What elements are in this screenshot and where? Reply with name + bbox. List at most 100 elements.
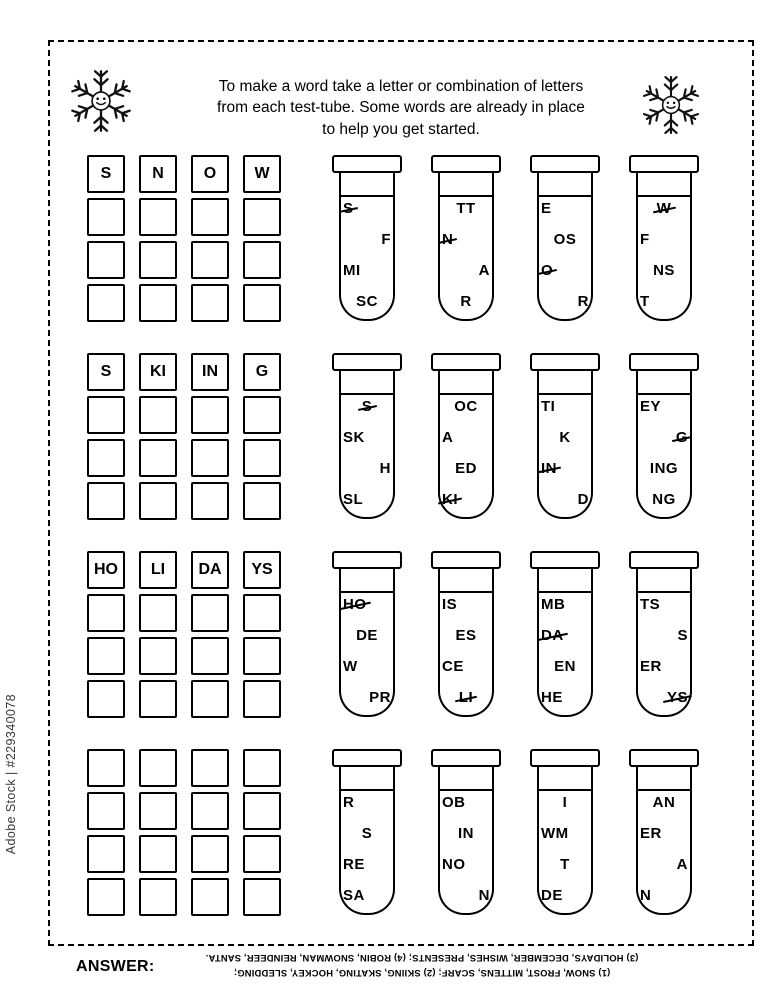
tube-fill-line <box>638 393 690 395</box>
grid-cell <box>243 284 281 322</box>
answer-text: (1) SNOW, FROST, MITTENS, SCARF; (2) SKI… <box>146 951 698 981</box>
tube-letter: ING <box>649 460 679 478</box>
tube-letter: CE <box>442 658 464 676</box>
tube-rim <box>332 749 402 767</box>
tube-fill-line <box>341 789 393 791</box>
tube-letter: WM <box>541 825 569 843</box>
answer-label: ANSWER: <box>76 958 155 975</box>
puzzle-frame: To make a word take a letter or combinat… <box>48 40 754 946</box>
tube-letter: E <box>541 200 552 217</box>
grid-cell <box>243 637 281 675</box>
tube-letter-struck: LI <box>458 689 474 707</box>
tube-rim <box>530 353 600 371</box>
tube-fill-line <box>539 591 591 593</box>
tube-letter: IS <box>442 596 458 613</box>
grid-cell <box>87 439 125 477</box>
grid-cell: S <box>87 155 125 193</box>
tube-letter: I <box>562 794 568 811</box>
grid-cell <box>243 241 281 279</box>
grid-cell: KI <box>139 353 177 391</box>
tube-letter: N <box>640 887 652 905</box>
tube-rim <box>530 551 600 569</box>
tube-letter: H <box>379 460 391 478</box>
grid-cell <box>191 396 229 434</box>
grid-cell <box>87 198 125 236</box>
grid-cell: W <box>243 155 281 193</box>
grid-cell <box>191 637 229 675</box>
grid-cell <box>87 396 125 434</box>
tube-letter: A <box>442 429 454 447</box>
tube-letter: NG <box>652 491 676 509</box>
tube-letter: TI <box>541 398 556 415</box>
tube-letter: TS <box>640 596 661 613</box>
instructions-line: To make a word take a letter or combinat… <box>218 78 584 95</box>
tube-rim <box>332 155 402 173</box>
grid-cell <box>87 637 125 675</box>
tube-letter-struck: N <box>442 231 454 249</box>
grid-cell <box>191 284 229 322</box>
grid-cell <box>87 284 125 322</box>
grid-cell <box>139 439 177 477</box>
tube-letter: EY <box>640 398 662 415</box>
grid-cell: HO <box>87 551 125 589</box>
tube-letter-struck: W <box>656 200 672 217</box>
grid-cell <box>243 680 281 718</box>
grid-cell <box>87 749 125 787</box>
tube-rim <box>431 749 501 767</box>
tube-letter: F <box>381 231 391 249</box>
grid-cell: YS <box>243 551 281 589</box>
grid-cell <box>243 792 281 830</box>
tube-letter: R <box>460 293 472 311</box>
tube-letter: DE <box>541 887 563 905</box>
tube-letter: EN <box>554 658 576 676</box>
tube-letter: SC <box>356 293 378 311</box>
tube-letter: ED <box>455 460 477 478</box>
tube-letter: A <box>676 856 688 874</box>
grid-cell <box>191 594 229 632</box>
tube-rim <box>530 749 600 767</box>
tube-rim <box>629 551 699 569</box>
grid-cell <box>243 439 281 477</box>
instructions: To make a word take a letter or combinat… <box>150 76 652 140</box>
tube-rim <box>629 353 699 371</box>
tube-letter: W <box>343 658 358 676</box>
tube-fill-line <box>440 789 492 791</box>
grid-cell <box>191 680 229 718</box>
grid-cell <box>139 878 177 916</box>
tube-letter: RE <box>343 856 365 874</box>
grid-cell <box>87 878 125 916</box>
tube-letter: N <box>478 887 490 905</box>
grid-cell <box>139 792 177 830</box>
tube-rim <box>431 353 501 371</box>
grid-cell <box>243 749 281 787</box>
grid-cell <box>243 878 281 916</box>
tube-letter: NS <box>653 262 675 280</box>
tube-fill-line <box>539 789 591 791</box>
tube-fill-line <box>539 393 591 395</box>
answer-line: (3) HOLIDAYS, DECEMBER, WISHES, PRESENTS… <box>205 953 639 965</box>
tube-letter: PR <box>369 689 391 707</box>
tube-rim <box>629 155 699 173</box>
grid-cell: N <box>139 155 177 193</box>
grid-cell <box>139 284 177 322</box>
